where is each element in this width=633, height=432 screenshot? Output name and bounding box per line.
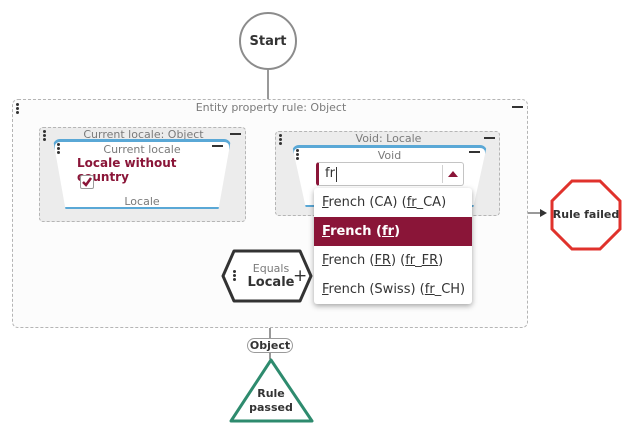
drag-handle-icon[interactable] <box>43 130 46 141</box>
entity-rule-title: Entity property rule: Object <box>195 101 347 114</box>
current-locale-node[interactable]: Current locale Locale without country Lo… <box>53 139 231 209</box>
current-locale-value: Locale without country <box>77 156 177 184</box>
collapse-minus-icon[interactable] <box>230 133 241 135</box>
equals-value: Locale <box>247 275 295 290</box>
current-locale-checkbox[interactable] <box>80 175 94 189</box>
checkmark-icon <box>82 177 93 187</box>
rule-passed-line2: passed <box>249 401 293 414</box>
rule-passed-node[interactable]: Rule passed <box>241 387 301 415</box>
text-cursor <box>336 167 337 182</box>
equals-title: Equals <box>252 262 290 275</box>
rule-passed-triangle <box>229 358 314 423</box>
rule-passed-line1: Rule <box>257 387 285 400</box>
output-port-object[interactable]: Object <box>247 338 293 353</box>
node-menu-dots-icon[interactable] <box>57 143 60 154</box>
locale-options-list[interactable]: French (CA) (fr_CA) French (fr) French (… <box>314 188 472 304</box>
collapse-minus-icon[interactable] <box>212 145 223 147</box>
equals-node[interactable] <box>221 249 313 303</box>
node-menu-dots-icon[interactable] <box>233 270 236 281</box>
locale-option[interactable]: French (FR) (fr_FR) <box>322 253 444 268</box>
rule-failed-octagon <box>550 179 622 251</box>
locale-option[interactable]: French (CA) (fr_CA) <box>322 195 447 210</box>
node-menu-dots-icon[interactable] <box>296 149 299 160</box>
add-plus-icon[interactable]: + <box>293 266 308 286</box>
locale-search-value: fr <box>325 166 335 181</box>
current-locale-group-title: Current locale: Object <box>83 128 204 141</box>
collapse-minus-icon[interactable] <box>512 106 523 108</box>
rule-failed-node[interactable]: Rule failed <box>552 208 620 221</box>
drag-handle-icon[interactable] <box>16 103 19 114</box>
void-group-title: Void: Locale <box>355 132 422 145</box>
collapse-minus-icon[interactable] <box>484 137 495 139</box>
current-locale-footer: Locale <box>124 195 160 208</box>
chevron-up-icon[interactable] <box>448 170 458 178</box>
locale-search-input[interactable]: fr <box>316 162 464 186</box>
void-node-title: Void <box>377 149 402 162</box>
current-locale-node-title: Current locale <box>103 143 181 156</box>
locale-option[interactable]: French (Swiss) (fr_CH) <box>322 282 466 297</box>
start-node[interactable]: Start <box>239 12 297 70</box>
locale-option[interactable]: French (fr) <box>314 217 472 246</box>
start-label: Start <box>249 33 287 49</box>
dropdown-divider <box>442 165 443 183</box>
drag-handle-icon[interactable] <box>279 134 282 145</box>
collapse-minus-icon[interactable] <box>469 151 480 153</box>
